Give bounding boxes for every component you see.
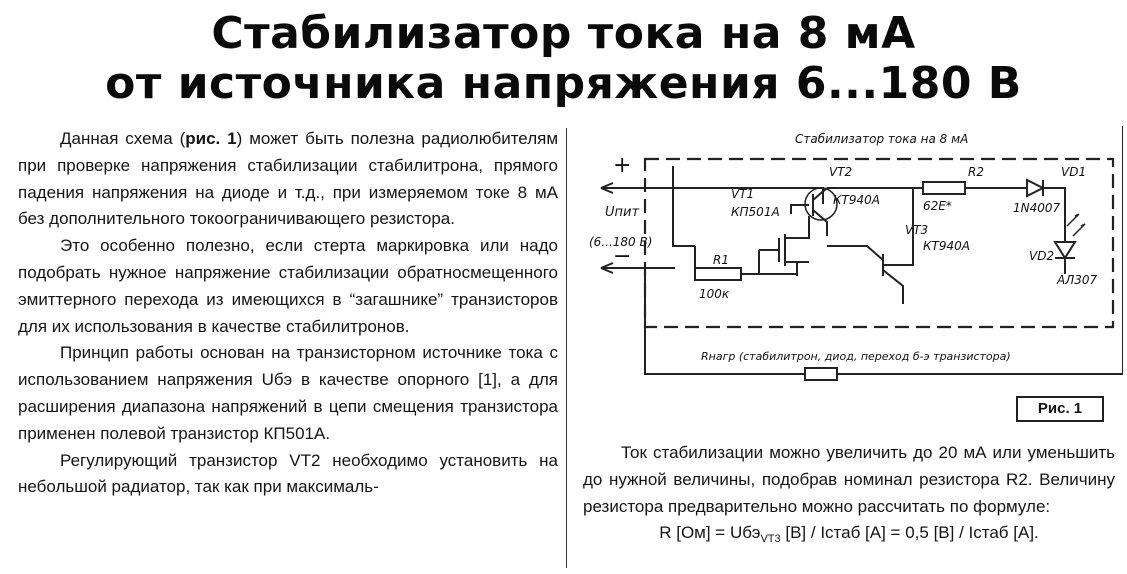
- schematic-caption: Стабилизатор тока на 8 мА: [795, 132, 968, 146]
- load-label: Rнагр (стабилитрон, диод, переход б-э тр…: [701, 350, 1011, 363]
- figure-reference: рис. 1: [185, 129, 237, 148]
- vt1-type: КП501А: [731, 205, 780, 219]
- paragraph-2: Это особенно полезно, если стерта маркир…: [18, 236, 558, 336]
- vt1-name: VT1: [731, 187, 754, 201]
- vd2-type: АЛ307: [1056, 273, 1098, 287]
- paragraph-3: Принцип работы основан на транзисторном …: [18, 343, 558, 443]
- r2-resistor: [922, 181, 966, 195]
- r1-wires: [694, 246, 797, 275]
- vd1-diode: [1007, 178, 1066, 242]
- paragraph-4: Регулирующий транзистор VT2 необходимо у…: [18, 450, 558, 497]
- supply-label: Uпит: [605, 205, 639, 220]
- r2-value: 62Е*: [923, 199, 952, 213]
- stabilizer-enclosure: [643, 157, 1115, 329]
- article-title-line-2: от источника напряжения 6...180 В: [105, 58, 1022, 109]
- left-text-column: Данная схема (рис. 1) может быть полезна…: [18, 126, 558, 501]
- right-text-column: Ток стабилизации можно увеличить до 20 м…: [583, 440, 1115, 553]
- minus-arrow: [600, 262, 614, 274]
- vd1-type: 1N4007: [1013, 201, 1061, 215]
- minus-terminal: −: [613, 244, 631, 269]
- r1-value: 100к: [699, 287, 730, 301]
- load-resistor: [804, 367, 838, 381]
- vd2-led: [1053, 241, 1077, 274]
- column-divider: [566, 128, 567, 568]
- r1-resistor: [694, 267, 742, 281]
- plus-terminal: +: [613, 153, 631, 178]
- figure-label: Рис. 1: [1016, 396, 1104, 422]
- vd1-name: VD1: [1061, 165, 1086, 179]
- r1-name: R1: [713, 253, 729, 267]
- vd2-name: VD2: [1029, 249, 1054, 263]
- vt1-transistor: [778, 216, 810, 276]
- plus-arrow: [600, 182, 614, 194]
- vt3-type: КТ940А: [923, 239, 970, 253]
- article-title-line-1: Стабилизатор тока на 8 мА: [211, 8, 916, 59]
- supply-range: (6...180 В): [589, 235, 652, 249]
- paragraph-1: Данная схема (рис. 1) может быть полезна…: [18, 129, 559, 229]
- circuit-schematic: Стабилизатор тока на 8 мА + Uпит (6...18…: [589, 126, 1123, 381]
- vt2-name: VT2: [829, 165, 852, 179]
- r2-name: R2: [968, 165, 984, 179]
- led-rays: [1066, 213, 1086, 237]
- vt3-transistor: [827, 188, 914, 304]
- vt2-type: КТ940А: [833, 193, 880, 207]
- right-paragraph: Ток стабилизации можно увеличить до 20 м…: [583, 443, 1115, 516]
- formula: R [Ом] = UбэVT3 [В] / Iстаб [А] = 0,5 [В…: [659, 523, 1039, 546]
- vt3-name: VT3: [905, 223, 928, 237]
- vt2-transistor: [790, 187, 828, 236]
- left-wire: [672, 188, 695, 247]
- load-wire: [644, 126, 1123, 375]
